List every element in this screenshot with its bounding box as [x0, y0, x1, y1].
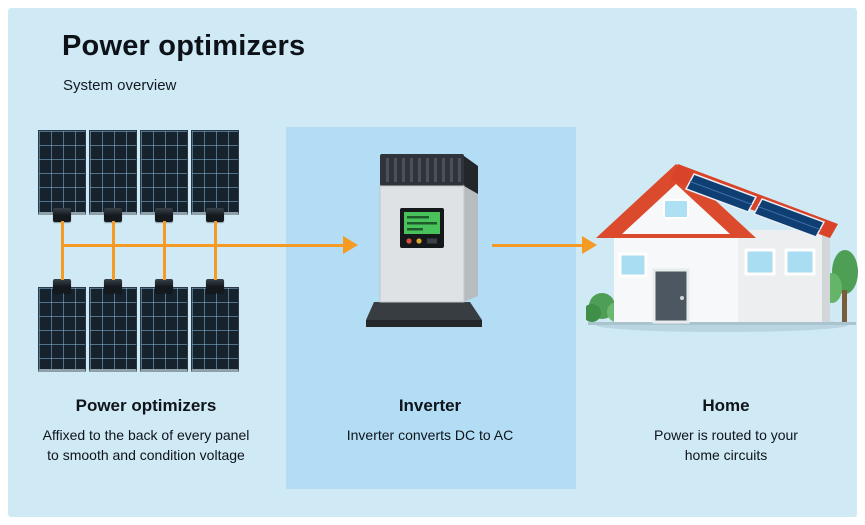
optimizer-wire — [214, 221, 217, 246]
optimizer-wire — [61, 246, 64, 280]
door-icon — [652, 268, 690, 324]
optimizer-icon — [155, 279, 173, 293]
optimizer-wire — [214, 246, 217, 280]
solar-panel-icon — [191, 287, 239, 372]
optimizer-wire — [61, 221, 64, 246]
solar-panel-icon — [191, 130, 239, 215]
optimizer-wire — [112, 221, 115, 246]
ac-wire — [492, 244, 582, 247]
optimizer-wire — [112, 246, 115, 280]
dc-bus-wire — [61, 244, 343, 247]
caption-inverter-label: Inverter — [398, 396, 462, 415]
house-icon — [586, 164, 858, 332]
caption-home: Home Power is routed to your home circui… — [646, 396, 806, 465]
arrow-icon — [582, 236, 597, 254]
optimizer-icon — [53, 208, 71, 222]
optimizer-icon — [155, 208, 173, 222]
optimizer-icon — [53, 279, 71, 293]
optimizer-icon — [104, 208, 122, 222]
solar-panel-icon — [140, 130, 188, 215]
page-title: Power optimizers — [62, 30, 306, 62]
caption-power-optimizers-label: Power optimizers — [75, 396, 217, 415]
roof-solar-panel-icon — [684, 173, 826, 238]
inverter-icon — [366, 154, 482, 327]
caption-home-description: Power is routed to your home circuits — [654, 427, 798, 463]
caption-power-optimizers: Power optimizers Affixed to the back of … — [40, 396, 252, 465]
page-subtitle: System overview — [63, 77, 177, 94]
solar-panel-icon — [38, 130, 86, 215]
solar-panel-icon — [140, 287, 188, 372]
optimizer-wire — [163, 246, 166, 280]
optimizer-icon — [104, 279, 122, 293]
caption-home-label: Home — [702, 396, 750, 415]
arrow-icon — [343, 236, 358, 254]
optimizer-icon — [206, 279, 224, 293]
optimizer-icon — [206, 208, 224, 222]
optimizer-wire — [163, 221, 166, 246]
caption-power-optimizers-description: Affixed to the back of every panel to sm… — [42, 427, 250, 463]
solar-panel-icon — [38, 287, 86, 372]
caption-inverter-description: Inverter converts DC to AC — [346, 427, 514, 443]
solar-panel-icon — [89, 130, 137, 215]
solar-panel-icon — [89, 287, 137, 372]
caption-inverter: Inverter Inverter converts DC to AC — [316, 396, 544, 446]
